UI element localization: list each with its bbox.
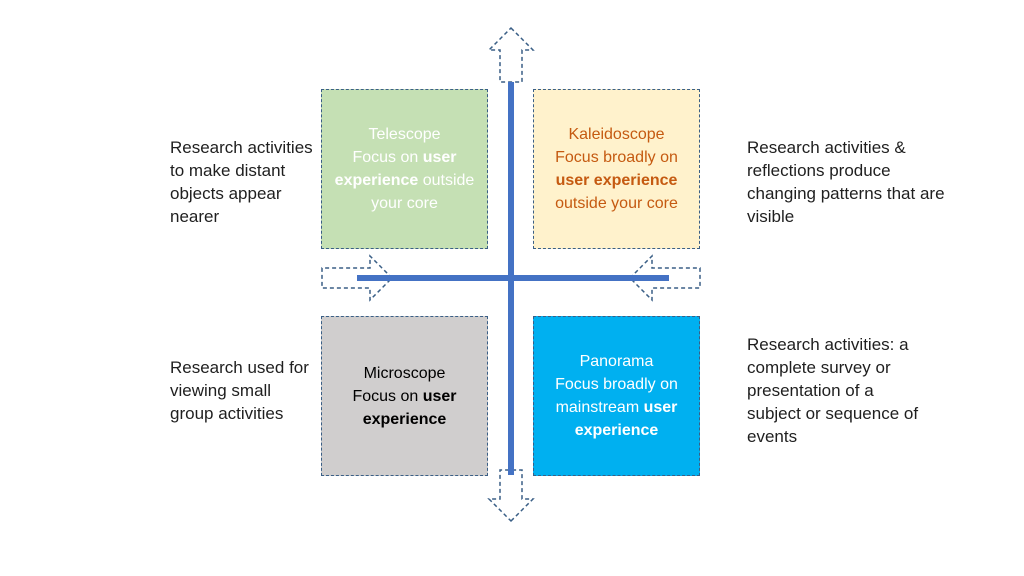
telescope-focus: Focus on user experience outside your co…: [334, 149, 475, 212]
telescope-quadrant: Telescope Focus on user experience outsi…: [321, 89, 488, 249]
panorama-title: Panorama: [579, 353, 654, 370]
microscope-quadrant: Microscope Focus on user experience: [321, 316, 488, 476]
panorama-focus: Focus broadly on mainstream user experie…: [555, 376, 678, 439]
panorama-quadrant: Panorama Focus broadly on mainstream use…: [533, 316, 700, 476]
down-arrow-icon: [487, 469, 535, 523]
microscope-title: Microscope: [363, 364, 446, 382]
kaleidoscope-description: Research activities & reflections produc…: [747, 138, 945, 226]
kaleidoscope-title: Kaleidoscope: [568, 126, 665, 143]
telescope-description: Research activities to make distant obje…: [170, 138, 313, 226]
up-arrow-icon: [487, 26, 535, 83]
microscope-focus: Focus on user experience: [352, 387, 457, 428]
kaleidoscope-quadrant: Kaleidoscope Focus broadly on user exper…: [533, 89, 700, 249]
microscope-description: Research used for viewing small group ac…: [170, 358, 309, 423]
panorama-description: Research activities: a complete survey o…: [747, 335, 919, 446]
telescope-title: Telescope: [368, 126, 441, 143]
kaleidoscope-focus: Focus broadly on user experience outside…: [555, 149, 678, 212]
